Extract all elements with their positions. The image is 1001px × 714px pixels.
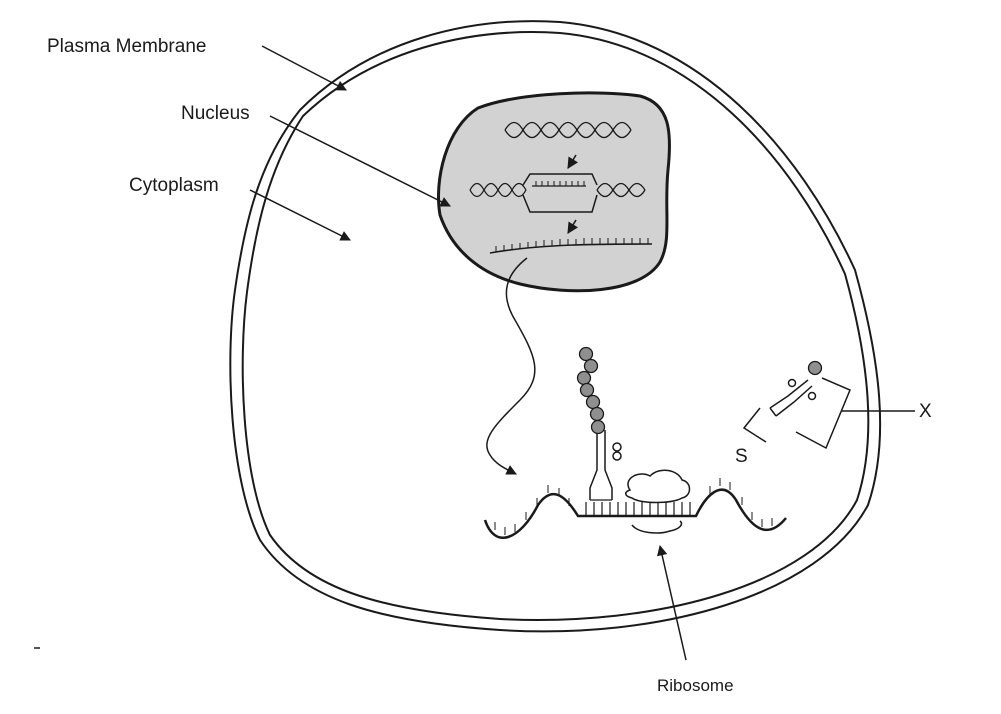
cytoplasm-label: Cytoplasm xyxy=(129,175,219,196)
trna-molecule-right xyxy=(769,378,817,417)
transcription-arrow xyxy=(567,219,579,234)
plasma-membrane-leader xyxy=(261,45,347,91)
polypeptide-chain xyxy=(576,346,606,435)
enzyme-x xyxy=(795,377,851,450)
amino-acid-bead xyxy=(578,346,594,362)
nucleus-leader xyxy=(269,115,451,207)
ribosome-large-subunit xyxy=(625,469,691,504)
amino-acid-bead xyxy=(576,370,592,386)
s-label: S xyxy=(735,446,748,467)
dna-right-segment xyxy=(596,182,646,198)
amino-acid-bead xyxy=(807,360,823,376)
nucleus xyxy=(437,91,672,293)
label-leaders xyxy=(249,45,915,661)
amino-acid-bead xyxy=(579,382,595,398)
trna-polypeptide-complex xyxy=(576,346,622,501)
nucleus-label: Nucleus xyxy=(181,103,250,124)
ribosome-leader xyxy=(656,544,687,661)
amino-acid-bead xyxy=(590,419,606,435)
plasma-membrane xyxy=(229,20,882,633)
replication-arrow xyxy=(567,154,579,169)
transcription-bubble xyxy=(522,173,598,213)
x-label: X xyxy=(919,401,932,422)
ribosome-label: Ribosome xyxy=(657,676,734,695)
mrna-export-path xyxy=(486,257,536,475)
ribosome-small-subunit xyxy=(631,520,683,534)
dna-double-helix xyxy=(504,121,632,139)
plasma-membrane-label: Plasma Membrane xyxy=(47,36,207,57)
mrna-cytoplasm xyxy=(483,478,787,539)
ribosome xyxy=(625,469,691,534)
cytoplasm-leader xyxy=(249,189,351,241)
amino-acid-bead xyxy=(589,406,605,422)
amino-acid-bead xyxy=(583,358,599,374)
nucleus-envelope xyxy=(437,91,672,293)
dna-left-segment xyxy=(469,182,527,198)
trna-molecule xyxy=(589,430,622,501)
amino-acid-bead xyxy=(585,394,601,410)
mrna-strand-nucleus xyxy=(489,238,653,254)
charged-trna xyxy=(742,360,851,450)
structure-s-bracket xyxy=(742,407,767,443)
